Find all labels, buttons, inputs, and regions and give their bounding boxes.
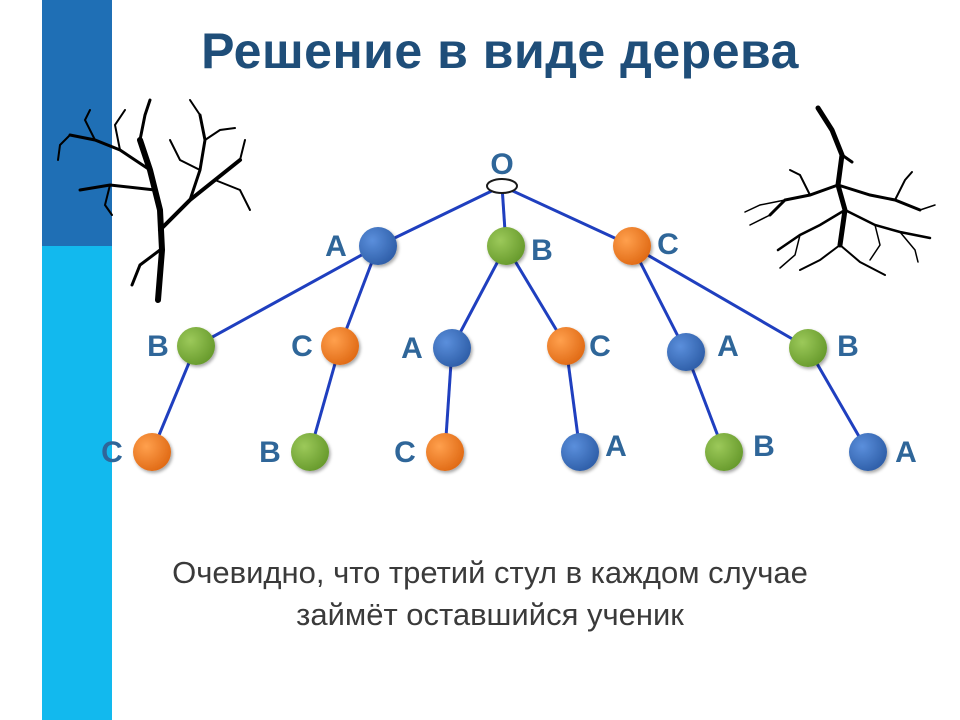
tree-node-l3-2 bbox=[426, 433, 464, 471]
tree-nodes bbox=[133, 178, 887, 471]
tree-node-l2-3 bbox=[547, 327, 585, 365]
roots-silhouette-icon bbox=[744, 105, 936, 276]
tree-label-l3-4: B bbox=[753, 430, 775, 463]
tree-label-l2-0: B bbox=[147, 330, 169, 363]
tree-label-l2-2: A bbox=[401, 332, 423, 365]
left-bar-dark bbox=[42, 0, 112, 246]
tree-node-l3-0 bbox=[133, 433, 171, 471]
edge-l1-to-l2-4 bbox=[630, 245, 688, 353]
tree-label-l3-5: A bbox=[895, 436, 917, 469]
page-title: Решение в виде дерева bbox=[201, 23, 799, 79]
caption: Очевидно, что третий стул в каждом случа… bbox=[90, 552, 890, 636]
edge-l2-to-l3-0 bbox=[150, 345, 198, 453]
tree-node-l3-1 bbox=[291, 433, 329, 471]
tree-node-l2-0 bbox=[177, 327, 215, 365]
tree-label-l2-3: C bbox=[589, 330, 611, 363]
tree-label-l1-0: A bbox=[325, 230, 347, 263]
tree-label-l1-1: B bbox=[531, 234, 553, 267]
tree-silhouette-icon bbox=[57, 98, 251, 303]
tree-label-l3-1: B bbox=[259, 436, 281, 469]
tree-label-l2-4: A bbox=[717, 330, 739, 363]
tree-node-l2-1 bbox=[321, 327, 359, 365]
caption-line-2: займёт оставшийся ученик bbox=[296, 597, 684, 632]
edge-l2-to-l3-5 bbox=[806, 347, 870, 453]
tree-node-l1-1 bbox=[487, 227, 525, 265]
tree-node-l2-4 bbox=[667, 333, 705, 371]
tree-label-l2-5: B bbox=[837, 330, 859, 363]
tree-root-node bbox=[486, 178, 518, 194]
tree-node-l1-2 bbox=[613, 227, 651, 265]
edge-l1-to-l2-2 bbox=[450, 245, 508, 349]
tree-label-l3-2: C bbox=[394, 436, 416, 469]
tree-node-l3-3 bbox=[561, 433, 599, 471]
tree-root-label: O bbox=[490, 148, 513, 181]
caption-line-1: Очевидно, что третий стул в каждом случа… bbox=[172, 555, 808, 590]
tree-node-l3-5 bbox=[849, 433, 887, 471]
edge-l1-to-l2-0 bbox=[195, 244, 379, 348]
tree-label-l3-0: C bbox=[101, 436, 123, 469]
tree-label-l1-2: C bbox=[657, 228, 679, 261]
tree-node-l3-4 bbox=[705, 433, 743, 471]
edge-l1-to-l2-5 bbox=[631, 244, 809, 350]
tree-labels: O A B C B C A C A B C B C A B A bbox=[101, 148, 917, 469]
edge-root-to-l1-2 bbox=[501, 184, 633, 248]
edge-l1-to-l2-3 bbox=[504, 245, 568, 347]
tree-label-l2-1: C bbox=[291, 330, 313, 363]
tree-edges bbox=[150, 184, 870, 453]
tree-node-l2-5 bbox=[789, 329, 827, 367]
tree-node-l1-0 bbox=[359, 227, 397, 265]
edge-root-to-l1-0 bbox=[377, 184, 503, 248]
left-bar-light bbox=[42, 246, 112, 720]
tree-node-l2-2 bbox=[433, 329, 471, 367]
tree-label-l3-3: A bbox=[605, 430, 627, 463]
